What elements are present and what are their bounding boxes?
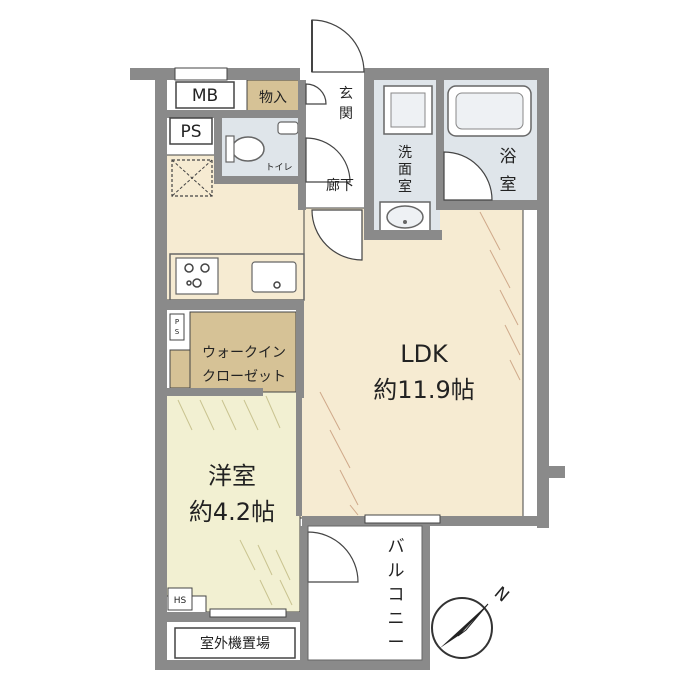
stove	[175, 257, 219, 295]
washroom-label-2: 面	[398, 162, 412, 178]
bath-label-2: 室	[500, 175, 517, 195]
kitchen-sink	[251, 261, 297, 293]
washer-pan-inner	[390, 92, 426, 128]
walk-in-closet	[189, 311, 297, 393]
ldk-size: 約11.9帖	[373, 376, 474, 404]
bedroom-hatching	[177, 395, 293, 606]
hallway-label: 廊下	[326, 177, 354, 194]
outdoor-unit-box	[174, 627, 296, 659]
storage-box	[246, 79, 300, 113]
toilet-label: トイレ	[265, 163, 292, 173]
ldk-floor	[299, 207, 524, 519]
window-bedroom-bottom	[209, 608, 287, 618]
balcony-label-2: ル	[388, 561, 405, 581]
bath-label-1: 浴	[500, 147, 517, 167]
closet-label-2: クローゼット	[202, 369, 286, 385]
floor-hatching	[319, 211, 521, 516]
bedroom-name: 洋室	[208, 462, 256, 490]
vanity-basin	[386, 205, 424, 229]
hs-label: HS	[174, 596, 187, 606]
closet-label-1: ウォークイン	[202, 345, 286, 361]
compass-arrow-icon	[440, 604, 488, 648]
range-hood	[171, 159, 213, 197]
ps-label: PS	[180, 122, 201, 142]
closet-shelf	[169, 349, 191, 389]
doors	[305, 19, 493, 583]
stove-burners	[184, 263, 210, 288]
washroom-label-3: 室	[398, 178, 412, 195]
entrance-label-2: 関	[339, 106, 353, 122]
toilet-sink	[277, 121, 299, 135]
bedroom-size: 約4.2帖	[189, 498, 275, 526]
vanity-drain	[403, 220, 407, 224]
ldk-name: LDK	[400, 340, 449, 368]
mb-label: MB	[192, 86, 218, 106]
balcony-label-4: ニ	[388, 609, 405, 629]
compass-arrow-tail	[457, 603, 489, 637]
balcony-label-5: ー	[388, 633, 405, 653]
ps-small-box	[169, 313, 185, 341]
entrance-label-1: 玄	[339, 85, 353, 102]
window-top-mb	[174, 67, 228, 81]
ps-small-label-2: S	[175, 328, 180, 336]
balcony-label-3: コ	[388, 585, 405, 605]
kitchen-drain	[273, 281, 281, 289]
toilet-bowl	[231, 136, 265, 162]
ps-box	[169, 117, 213, 145]
window-ldk-bottom	[364, 514, 441, 524]
balcony	[307, 525, 423, 661]
compass-north-label: N	[490, 583, 513, 606]
toilet-tank	[225, 135, 235, 163]
ps-small-label-1: P	[175, 318, 179, 326]
storage-label: 物入	[259, 90, 287, 106]
washroom-label-1: 洗	[398, 145, 412, 161]
bathtub-inner	[455, 92, 524, 130]
compass: N	[431, 583, 513, 659]
hs-box	[167, 587, 193, 611]
mb-box	[175, 81, 235, 109]
balcony-label-1: バ	[388, 537, 405, 557]
outdoor-unit-label: 室外機置場	[200, 635, 270, 652]
